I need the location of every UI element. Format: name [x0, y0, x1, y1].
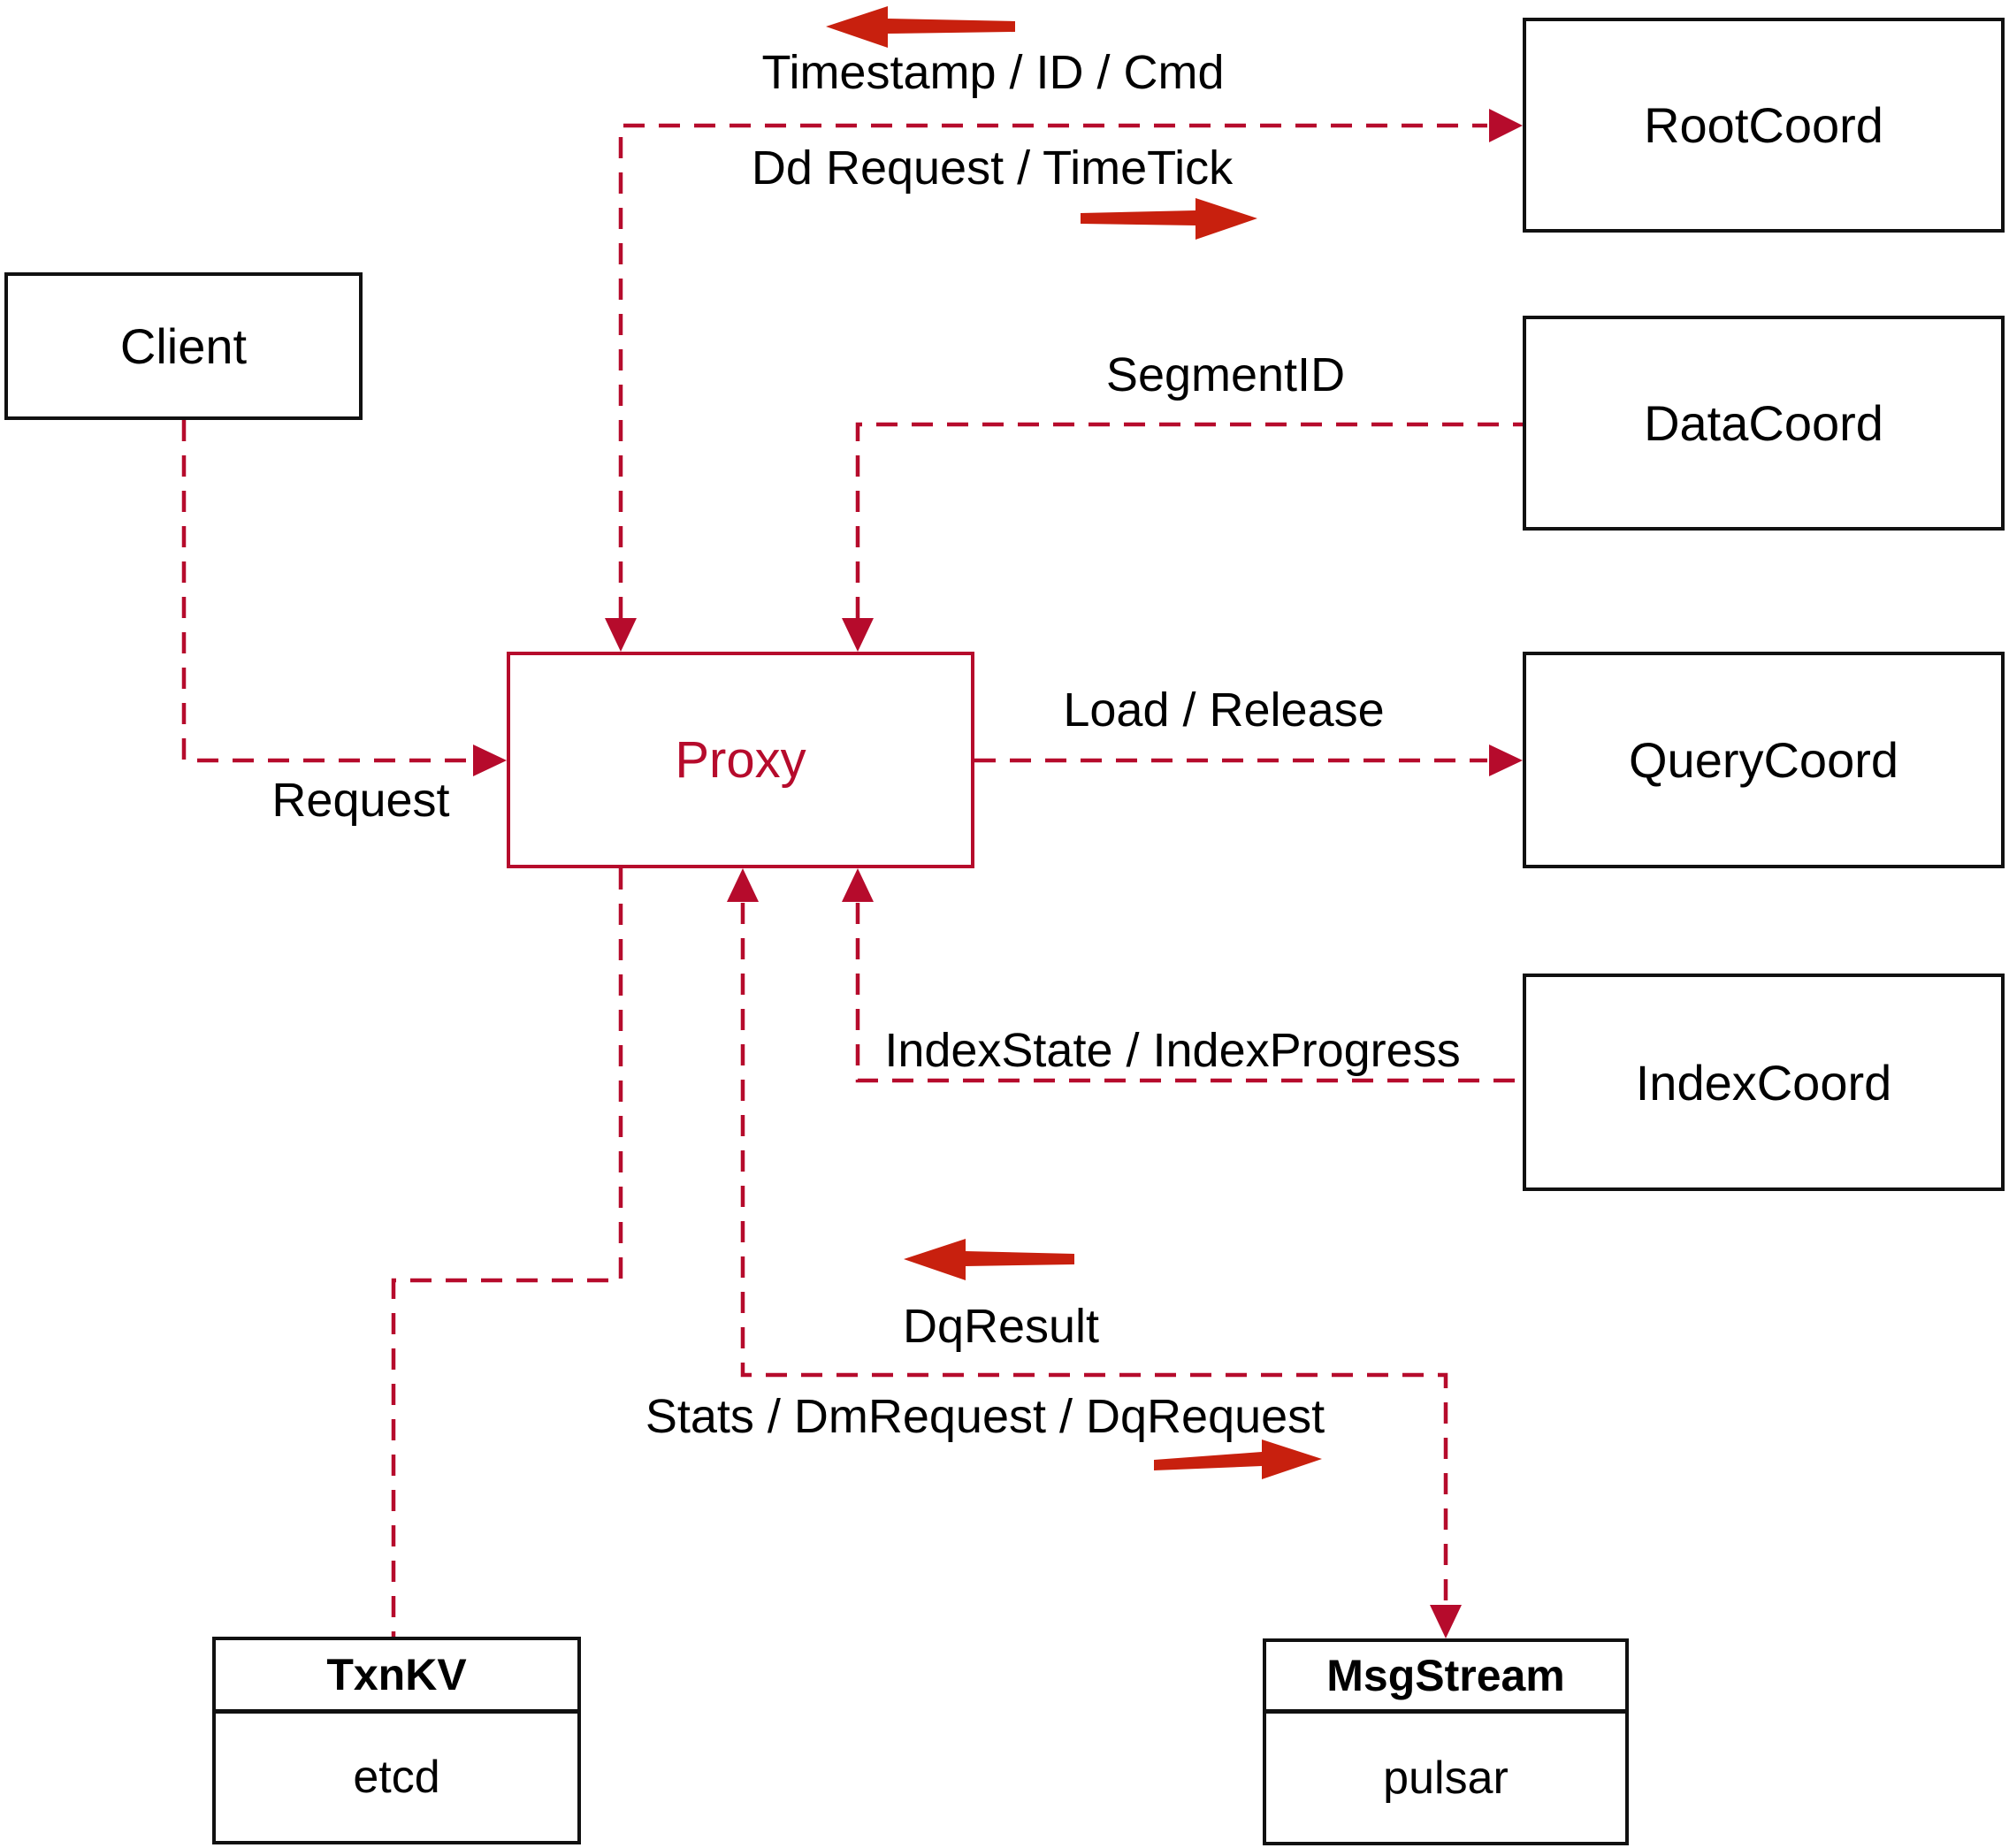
node-rootcoord: RootCoord	[1523, 18, 2005, 233]
edge-indexcoord-to-proxy	[855, 903, 1523, 1083]
node-querycoord: QueryCoord	[1523, 652, 2005, 868]
arrowhead-into-querycoord	[1489, 745, 1523, 776]
direction-arrow-left-dqresult	[904, 1239, 1074, 1280]
arrowhead-into-proxy-top-right	[842, 618, 874, 652]
txnkv-impl: etcd	[353, 1752, 440, 1803]
datacoord-label: DataCoord	[1644, 395, 1883, 451]
node-txnkv: TxnKV etcd	[212, 1637, 581, 1844]
edge-label-dd-request-timetick: Dd Request / TimeTick	[751, 141, 1234, 195]
arrowhead-into-msgstream	[1430, 1605, 1462, 1638]
arrowhead-into-proxy-bottom-left	[727, 868, 759, 902]
edge-label-segmentid: SegmentID	[1105, 348, 1346, 401]
rootcoord-label: RootCoord	[1644, 97, 1883, 153]
node-datacoord: DataCoord	[1523, 316, 2005, 531]
arrowhead-into-rootcoord	[1489, 109, 1523, 142]
direction-arrow-right-stats	[1154, 1439, 1322, 1479]
arrowhead-into-proxy-top-left	[605, 618, 637, 652]
direction-arrow-right-ddrequest	[1081, 198, 1257, 240]
edge-label-timestamp-id-cmd: Timestamp / ID / Cmd	[761, 46, 1225, 99]
querycoord-label: QueryCoord	[1628, 732, 1899, 788]
edge-datacoord-to-proxy	[855, 422, 1523, 618]
edge-client-to-proxy	[181, 420, 471, 763]
msgstream-title: MsgStream	[1266, 1642, 1625, 1714]
node-msgstream: MsgStream pulsar	[1263, 1638, 1629, 1845]
direction-arrow-left-timestamp	[826, 6, 1015, 48]
arrowhead-into-proxy-bottom-right	[842, 868, 874, 902]
edge-proxy-to-txnkv	[391, 868, 623, 1637]
node-client: Client	[4, 272, 363, 420]
edge-label-indexstate-indexprogress: IndexState / IndexProgress	[884, 1024, 1461, 1077]
arrowhead-into-proxy-left	[473, 745, 507, 776]
node-indexcoord: IndexCoord	[1523, 974, 2005, 1191]
edge-proxy-rootcoord	[618, 123, 1487, 618]
edge-label-load-release: Load / Release	[1063, 683, 1385, 737]
edge-label-stats-dmrequest-dqrequest: Stats / DmRequest / DqRequest	[645, 1390, 1325, 1443]
txnkv-title: TxnKV	[216, 1640, 577, 1714]
edge-proxy-msgstream	[740, 903, 1448, 1603]
node-proxy: Proxy	[507, 652, 974, 868]
edge-label-dqresult: DqResult	[902, 1300, 1100, 1353]
client-label: Client	[119, 318, 248, 374]
proxy-label: Proxy	[675, 731, 806, 789]
edge-label-request: Request	[271, 774, 450, 827]
msgstream-impl: pulsar	[1383, 1752, 1509, 1804]
indexcoord-label: IndexCoord	[1635, 1054, 1892, 1111]
